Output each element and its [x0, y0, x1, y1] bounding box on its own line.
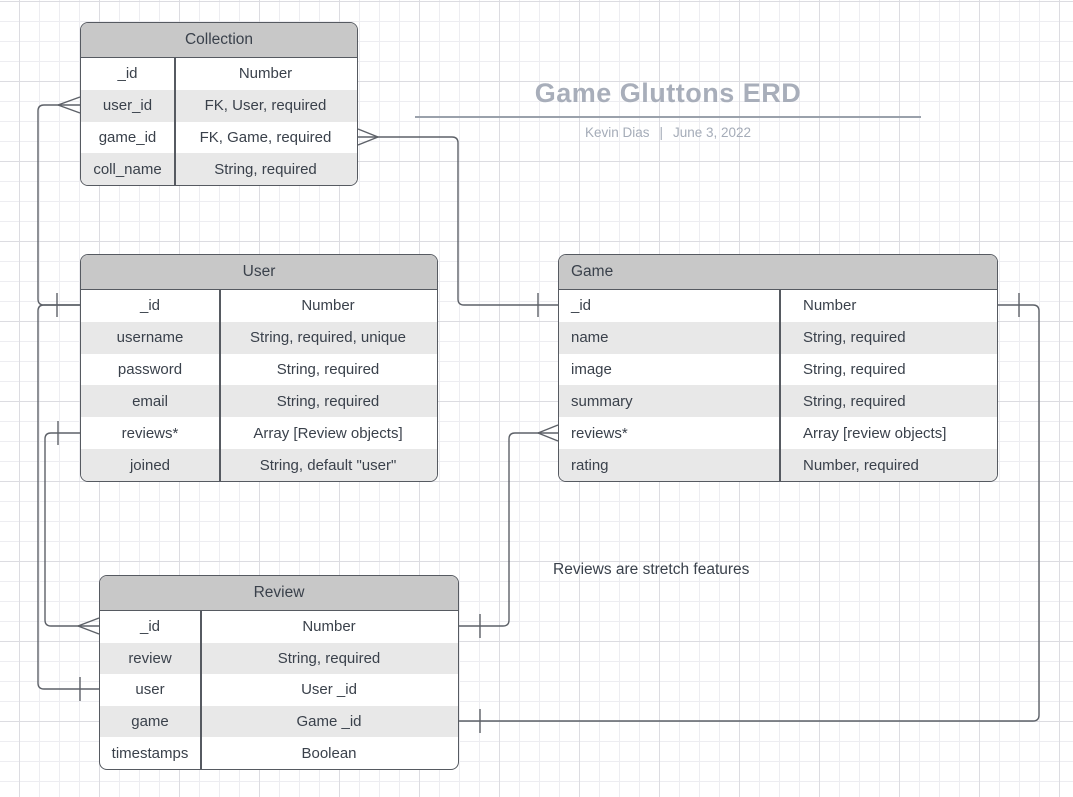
field-type: String, required — [803, 361, 906, 379]
field-name: _id — [571, 297, 592, 315]
entity-row: rating Number, required — [559, 449, 997, 481]
entity-user-title: User — [81, 255, 437, 290]
field-type: String, required — [276, 361, 380, 379]
entity-row: username String, required, unique — [81, 321, 437, 354]
entity-row: email String, required — [81, 385, 437, 418]
field-type: FK, Game, required — [199, 128, 332, 146]
diagram-title-block[interactable]: Game Gluttons ERD Kevin Dias | June 3, 2… — [415, 78, 921, 140]
field-name: game — [131, 713, 169, 731]
entity-row: coll_name String, required — [81, 153, 357, 185]
field-type: String, required — [276, 392, 380, 410]
entity-row: summary String, required — [559, 385, 997, 418]
entity-row: game Game _id — [100, 705, 458, 738]
field-name: user — [135, 681, 165, 699]
field-type: String, required — [803, 329, 906, 347]
field-type: Number — [302, 618, 356, 636]
connector-review-game[interactable] — [459, 293, 1040, 733]
entity-user-rows: _id Number username String, required, uniqu… — [81, 290, 437, 481]
field-name: rating — [571, 456, 609, 474]
entity-review-title: Review — [100, 576, 458, 611]
crows-foot-many-icon — [537, 424, 559, 442]
note-text[interactable]: Reviews are stretch features — [553, 561, 750, 578]
entity-review-rows: _id Number review String, required user User … — [100, 611, 458, 769]
entity-row: reviews* Array [review objects] — [559, 417, 997, 449]
field-type: Array [review objects] — [803, 424, 947, 442]
diagram-subtitle: Kevin Dias | June 3, 2022 — [415, 125, 921, 140]
field-type: FK, User, required — [204, 97, 327, 115]
field-name: timestamps — [111, 744, 189, 762]
entity-collection[interactable]: Collection _id Number user_id FK, User, req… — [80, 22, 358, 186]
field-type: String, required — [277, 649, 381, 667]
crows-foot-many-icon — [57, 96, 81, 114]
field-name: game_id — [98, 128, 157, 146]
field-type: Number — [301, 297, 355, 315]
field-name: user_id — [102, 97, 153, 115]
field-name: summary — [571, 392, 633, 410]
field-name: _id — [139, 297, 161, 315]
entity-row: joined String, default "user" — [81, 449, 437, 481]
entity-row: timestamps Boolean — [100, 737, 458, 769]
field-name: reviews* — [571, 424, 628, 442]
field-name: review — [128, 649, 172, 667]
connector-collection-game[interactable] — [357, 128, 558, 317]
entity-user[interactable]: User _id Number username String, required, … — [80, 254, 438, 482]
crows-foot-many-icon — [357, 128, 379, 146]
field-type: Number — [238, 65, 293, 83]
entity-game-title: Game — [559, 255, 997, 290]
field-name: _id — [117, 65, 138, 83]
field-name: name — [571, 329, 609, 347]
field-type: String, required — [214, 160, 317, 178]
entity-row: name String, required — [559, 321, 997, 354]
entity-row: reviews* Array [Review objects] — [81, 417, 437, 449]
entity-row: _id Number — [81, 58, 357, 90]
field-name: joined — [129, 456, 171, 474]
field-type: String, default "user" — [259, 456, 397, 474]
field-type: Game _id — [296, 713, 362, 731]
crows-foot-many-icon — [77, 617, 100, 635]
diagram-date: June 3, 2022 — [672, 125, 752, 140]
field-type: String, required, unique — [250, 329, 406, 347]
field-name: username — [116, 329, 184, 347]
entity-row: user User _id — [100, 674, 458, 706]
field-name: image — [571, 361, 612, 379]
connector-game-reviews[interactable] — [459, 424, 559, 638]
entity-row: review String, required — [100, 642, 458, 675]
title-underline — [415, 116, 921, 118]
connector-collection-user[interactable] — [37, 96, 81, 317]
field-name: email — [132, 392, 168, 410]
field-type: Array [Review objects] — [253, 424, 403, 442]
connector-review-user[interactable] — [37, 304, 99, 701]
field-type: User _id — [301, 681, 357, 699]
entity-collection-title: Collection — [81, 23, 357, 58]
connector-user-reviews[interactable] — [44, 421, 100, 635]
field-type: Boolean — [301, 744, 357, 762]
entity-row: user_id FK, User, required — [81, 89, 357, 122]
entity-row: _id Number — [100, 611, 458, 643]
entity-row: _id Number — [81, 290, 437, 322]
entity-row: password String, required — [81, 354, 437, 386]
entity-row: image String, required — [559, 354, 997, 386]
entity-row: game_id FK, Game, required — [81, 122, 357, 154]
subtitle-separator: | — [659, 125, 663, 140]
entity-collection-rows: _id Number user_id FK, User, required game_i… — [81, 58, 357, 185]
field-name: coll_name — [93, 160, 162, 178]
field-type: Number, required — [803, 456, 919, 474]
author-name: Kevin Dias — [584, 125, 650, 140]
entity-review[interactable]: Review _id Number review String, required us… — [99, 575, 459, 770]
field-type: String, required — [803, 392, 906, 410]
field-type: Number — [803, 297, 857, 315]
diagram-title: Game Gluttons ERD — [534, 78, 802, 108]
field-name: reviews* — [121, 424, 179, 442]
field-name: password — [117, 361, 183, 379]
field-name: _id — [139, 618, 161, 636]
entity-row: _id Number — [559, 290, 997, 322]
